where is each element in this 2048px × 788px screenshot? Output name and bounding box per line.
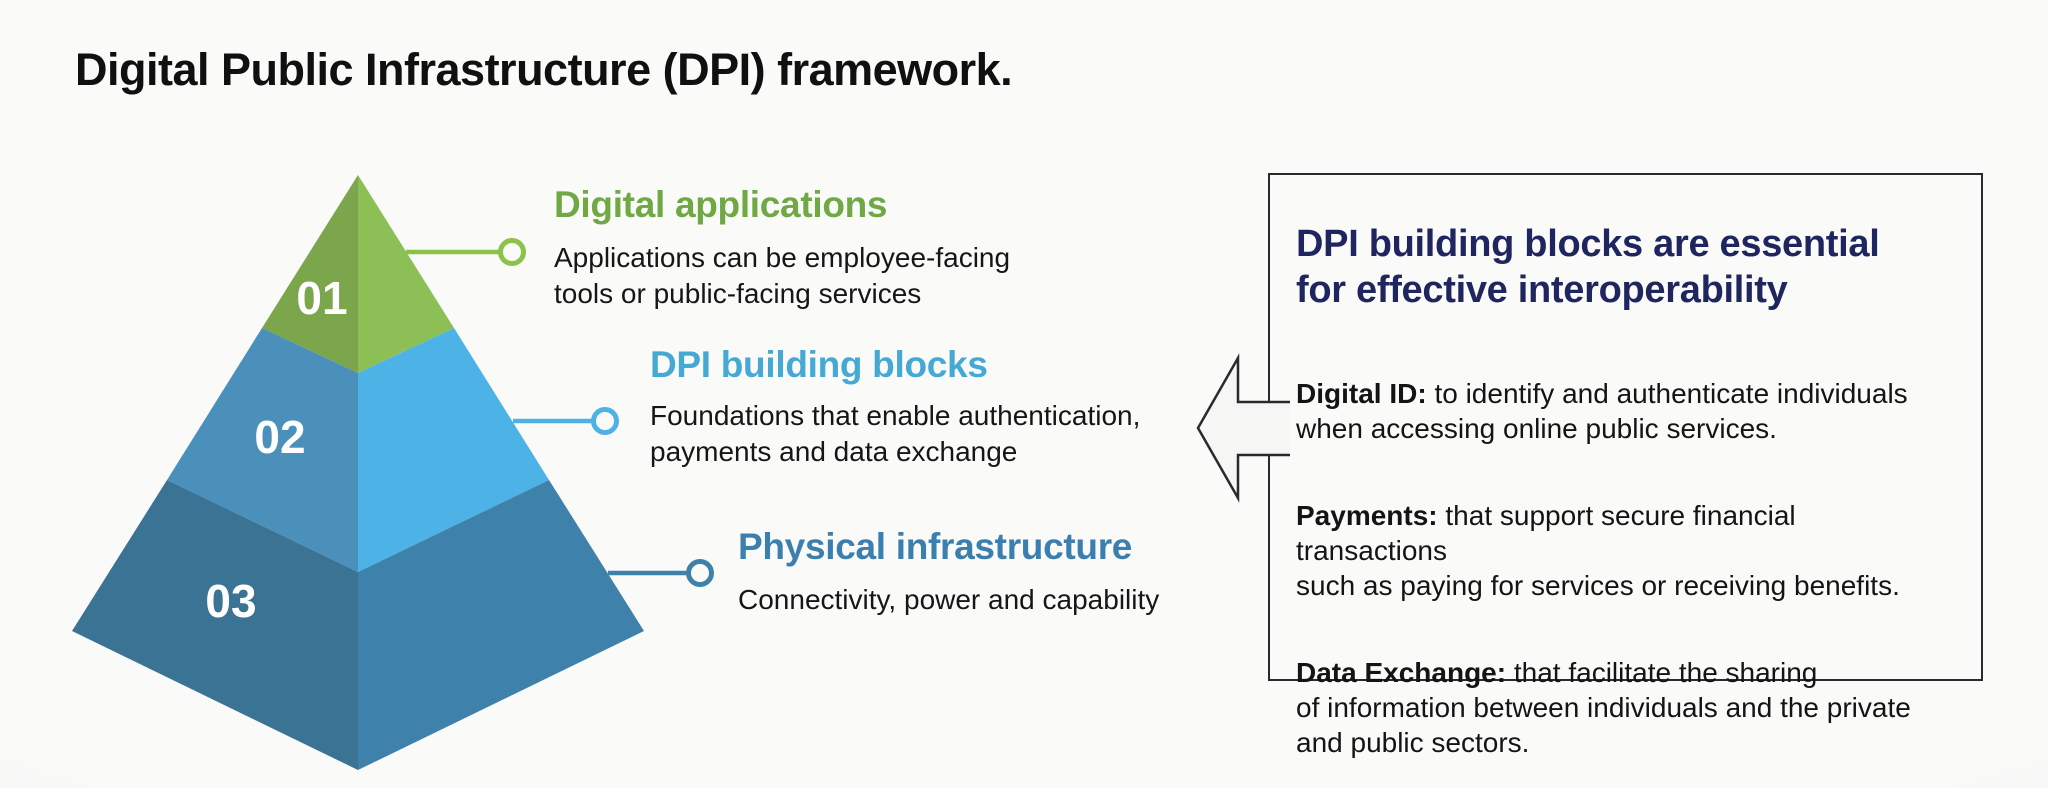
info-item-digital-id: Digital ID: to identify and authenticate… (1296, 341, 1953, 446)
pyramid-level2-number: 02 (254, 411, 305, 463)
pyramid-face-level2-left (167, 328, 358, 572)
page-title: Digital Public Infrastructure (DPI) fram… (75, 44, 1013, 95)
info-box-title: DPI building blocks are essential for ef… (1296, 223, 1880, 311)
info-item-text: that facilitate the sharing of informati… (1296, 657, 1911, 758)
info-item-label: Digital ID: (1296, 378, 1427, 409)
info-item-text: to identify and authenticate individuals… (1296, 378, 1908, 444)
info-item-text: that support secure financial transactio… (1296, 500, 1900, 601)
level1-heading: Digital applications (554, 184, 888, 225)
info-item-label: Data Exchange: (1296, 657, 1507, 688)
pyramid-face-level1-right (358, 175, 454, 373)
level3-heading: Physical infrastructure (738, 526, 1133, 567)
pyramid-face-level2-right (358, 328, 549, 572)
info-item-label: Payments: (1296, 500, 1438, 531)
pyramid-level1-number: 01 (296, 272, 347, 324)
info-item-payments: Payments: that support secure financial … (1296, 463, 1953, 603)
level3-description: Connectivity, power and capability (738, 584, 1160, 615)
connector-ring-level2 (591, 407, 619, 435)
level1-description: Applications can be employee-facing tool… (554, 242, 1011, 309)
left-arrow-icon (1196, 353, 1290, 503)
connector-ring-level3 (686, 559, 714, 587)
level2-description: Foundations that enable authentication, … (650, 400, 1141, 467)
pyramid-face-level3-right (358, 480, 644, 770)
level2-heading: DPI building blocks (650, 344, 988, 385)
pyramid-face-level1-left (262, 175, 358, 373)
connector-ring-level1 (498, 238, 526, 266)
pyramid-face-level3-left (72, 480, 358, 770)
info-box: DPI building blocks are essential for ef… (1268, 173, 1983, 758)
pyramid-level3-number: 03 (205, 575, 256, 627)
info-item-data-exchange: Data Exchange: that facilitate the shari… (1296, 620, 1953, 760)
